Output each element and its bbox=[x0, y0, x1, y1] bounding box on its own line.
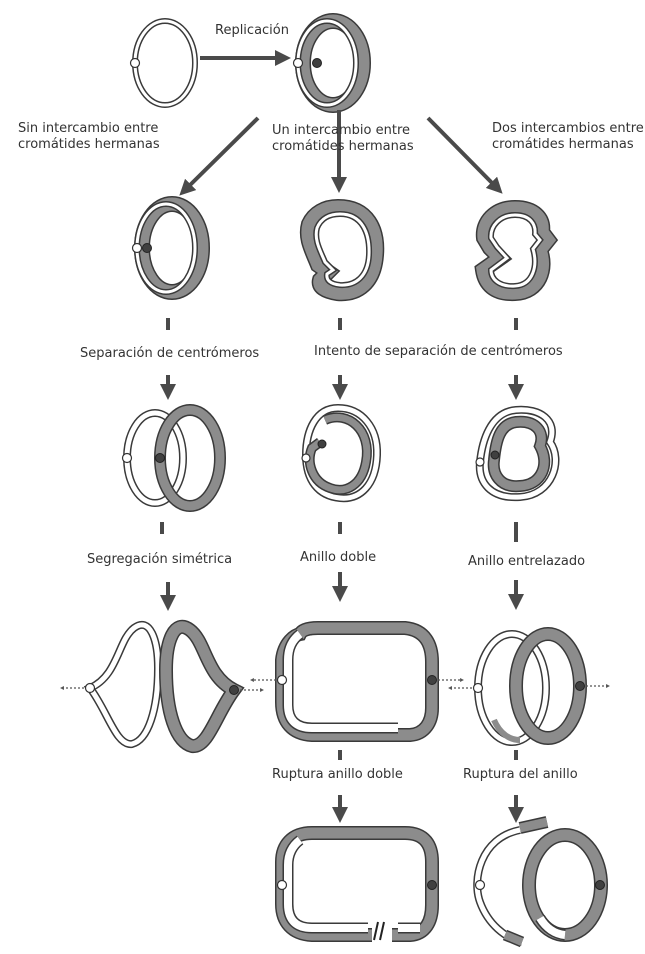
unreplicated-ring bbox=[131, 21, 196, 105]
interlocked-ring-forming bbox=[476, 410, 556, 497]
label-line: Un intercambio entre bbox=[272, 123, 414, 139]
arrow-right-branch bbox=[428, 118, 497, 188]
label-interlocked-ring: Anillo entrelazado bbox=[468, 554, 585, 570]
double-ring bbox=[252, 628, 462, 735]
arrow-left-branch bbox=[185, 118, 258, 190]
ring-pair-separating bbox=[123, 410, 221, 506]
replicated-ring bbox=[294, 21, 364, 105]
label-double-ring: Anillo doble bbox=[300, 550, 376, 566]
broken-ring bbox=[476, 822, 605, 942]
segregated-rings bbox=[62, 625, 262, 746]
label-line: Sin intercambio entre bbox=[18, 121, 160, 137]
label-ring-break: Ruptura del anillo bbox=[463, 767, 578, 783]
label-replication: Replicación bbox=[215, 23, 289, 39]
interlocked-rings bbox=[450, 634, 608, 742]
broken-double-ring bbox=[278, 833, 437, 940]
centromere-white bbox=[294, 59, 303, 68]
label-double-ring-break: Ruptura anillo doble bbox=[272, 767, 403, 783]
ring-one-exchange bbox=[308, 207, 376, 293]
centromere-white bbox=[131, 59, 140, 68]
label-line: cromátides hermanas bbox=[492, 137, 644, 153]
label-two-exchanges: Dos intercambios entre cromátides herman… bbox=[492, 121, 644, 153]
label-no-exchange: Sin intercambio entre cromátides hermana… bbox=[18, 121, 160, 153]
double-ring-forming bbox=[302, 408, 377, 498]
label-one-exchange: Un intercambio entre cromátides hermanas bbox=[272, 123, 414, 155]
label-symmetric-segregation: Segregación simétrica bbox=[87, 552, 232, 568]
label-line: Dos intercambios entre bbox=[492, 121, 644, 137]
label-line: cromátides hermanas bbox=[272, 139, 414, 155]
label-line: cromátides hermanas bbox=[18, 137, 160, 153]
ring-two-exchanges bbox=[483, 208, 548, 293]
label-separation: Separación de centrómeros bbox=[80, 346, 259, 362]
centromere-dark bbox=[313, 59, 322, 68]
ring-no-exchange bbox=[133, 204, 203, 292]
label-attempted-separation: Intento de separación de centrómeros bbox=[314, 344, 563, 360]
